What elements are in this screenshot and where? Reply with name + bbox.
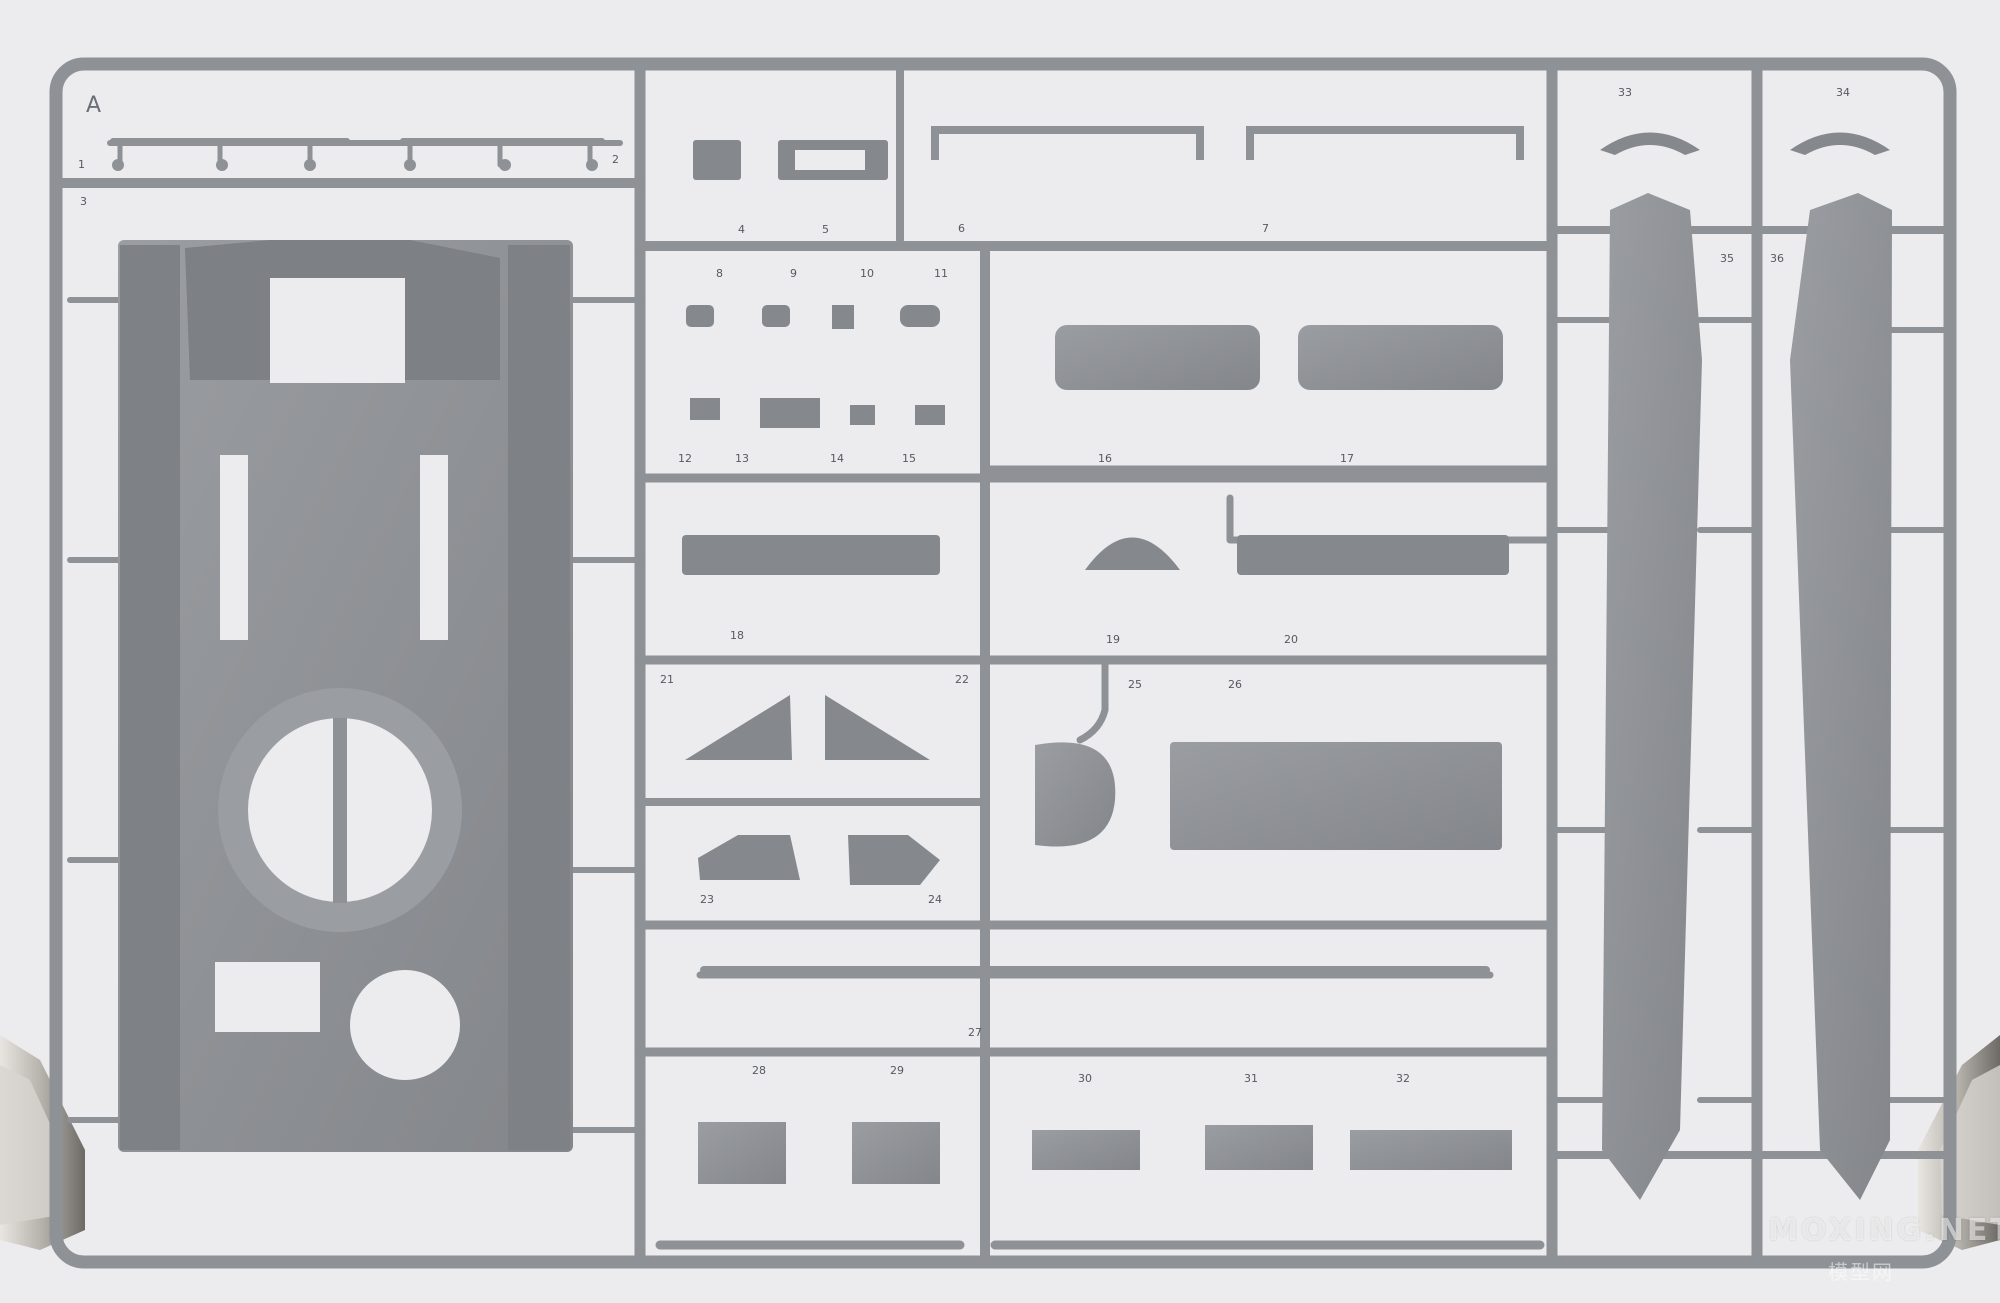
svg-text:35: 35 xyxy=(1720,252,1734,265)
svg-text:27: 27 xyxy=(968,1026,982,1039)
bars-18-20 xyxy=(682,535,1509,575)
parts-12-15 xyxy=(690,398,945,428)
svg-text:12: 12 xyxy=(678,452,692,465)
hooks-8-11 xyxy=(686,305,940,329)
svg-text:7: 7 xyxy=(1262,222,1269,235)
svg-text:25: 25 xyxy=(1128,678,1142,691)
dome-19 xyxy=(1085,537,1180,570)
watermark: MOXING.NET xyxy=(1768,1213,2000,1248)
svg-text:30: 30 xyxy=(1078,1072,1092,1085)
svg-text:28: 28 xyxy=(752,1064,766,1077)
svg-text:10: 10 xyxy=(860,267,874,280)
svg-text:23: 23 xyxy=(700,893,714,906)
svg-text:1: 1 xyxy=(78,158,85,171)
sprue-frame xyxy=(49,57,1957,1269)
svg-text:24: 24 xyxy=(928,893,942,906)
arches-33-34 xyxy=(1600,132,1890,155)
brackets-21-22 xyxy=(685,695,930,760)
watermark-subtext: 模型网 xyxy=(1828,1260,1894,1284)
svg-text:11: 11 xyxy=(934,267,948,280)
fuel-tanks-16-17 xyxy=(1055,325,1503,390)
handrails-6-7 xyxy=(931,126,1524,160)
rod-27 xyxy=(700,966,1490,974)
left-clamp xyxy=(0,1035,85,1250)
svg-text:14: 14 xyxy=(830,452,844,465)
svg-text:4: 4 xyxy=(738,223,745,236)
brackets-4-5 xyxy=(693,140,888,180)
svg-text:26: 26 xyxy=(1228,678,1242,691)
svg-text:15: 15 xyxy=(902,452,916,465)
side-plates-35-36 xyxy=(1602,193,1892,1200)
svg-text:21: 21 xyxy=(660,673,674,686)
svg-text:18: 18 xyxy=(730,629,744,642)
part-labels: A 1 2 3 4 5 6 7 8 9 10 11 12 13 14 15 16… xyxy=(78,86,1850,1085)
hull-floor-part xyxy=(118,240,573,1152)
svg-text:29: 29 xyxy=(890,1064,904,1077)
boxes-28-32 xyxy=(698,1122,1512,1184)
svg-text:34: 34 xyxy=(1836,86,1850,99)
svg-text:20: 20 xyxy=(1284,633,1298,646)
svg-text:8: 8 xyxy=(716,267,723,280)
svg-text:9: 9 xyxy=(790,267,797,280)
svg-text:36: 36 xyxy=(1770,252,1784,265)
svg-text:31: 31 xyxy=(1244,1072,1258,1085)
svg-text:2: 2 xyxy=(612,153,619,166)
svg-text:19: 19 xyxy=(1106,633,1120,646)
svg-text:16: 16 xyxy=(1098,452,1112,465)
svg-text:22: 22 xyxy=(955,673,969,686)
parts-1-2-rails xyxy=(110,138,605,171)
plates-25-26 xyxy=(1035,742,1502,850)
svg-text:3: 3 xyxy=(80,195,87,208)
sprue-letter: A xyxy=(86,93,101,118)
svg-text:33: 33 xyxy=(1618,86,1632,99)
svg-text:5: 5 xyxy=(822,223,829,236)
plates-23-24 xyxy=(698,835,940,885)
svg-text:17: 17 xyxy=(1340,452,1354,465)
svg-text:6: 6 xyxy=(958,222,965,235)
svg-text:32: 32 xyxy=(1396,1072,1410,1085)
svg-text:13: 13 xyxy=(735,452,749,465)
